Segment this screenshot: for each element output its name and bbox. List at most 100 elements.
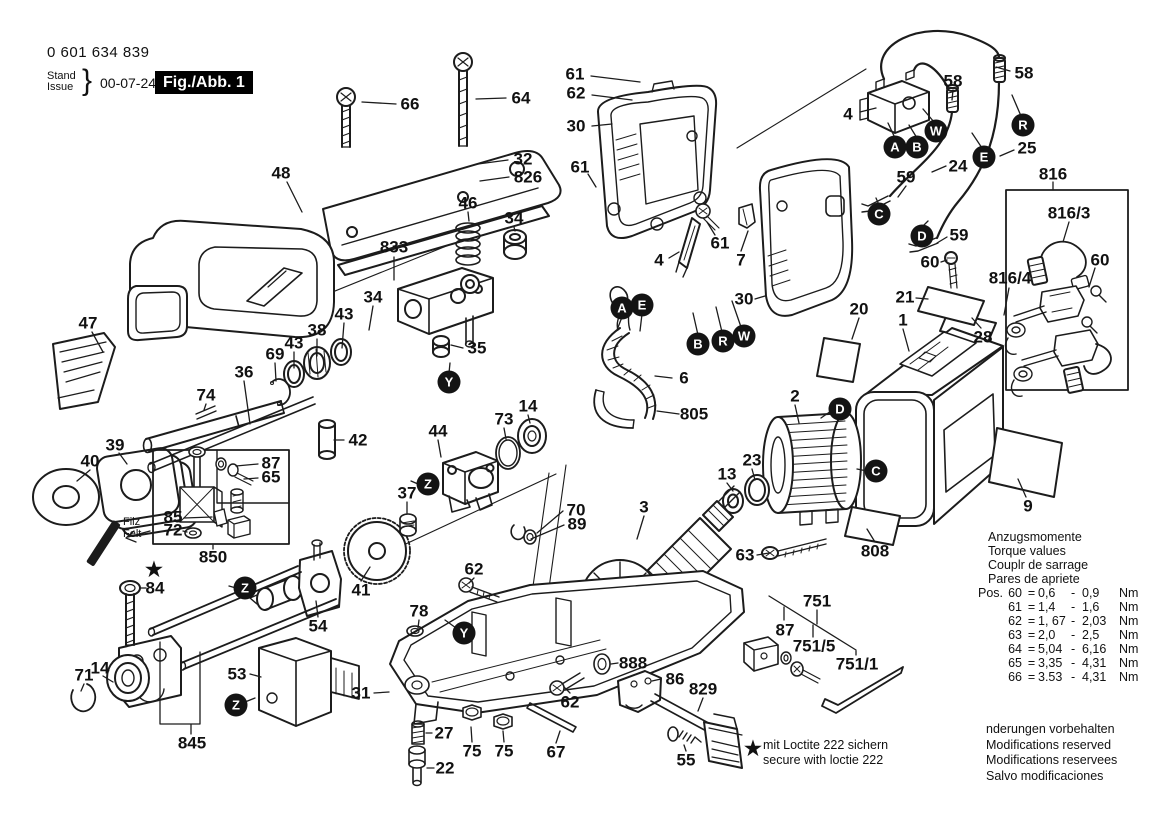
torque-title-line: Torque values (988, 544, 1066, 558)
torque-title-line: Anzugsmomente (988, 530, 1082, 544)
torque-title-line: Couplr de sarrage (988, 558, 1089, 572)
part-label-78: 78 (409, 601, 429, 621)
part-label-60: 60 (920, 252, 940, 272)
part-label-43: 43 (284, 333, 304, 353)
ref-badge-e: E (972, 145, 996, 169)
part-label-888: 888 (618, 653, 648, 673)
part-label-53: 53 (227, 664, 247, 684)
figure-title: Fig./Abb. 1 (155, 71, 253, 94)
ref-badge-z: Z (224, 693, 248, 717)
part-label-58: 58 (943, 71, 963, 91)
part-label-48: 48 (271, 163, 291, 183)
felt-note: Filz Felt (123, 516, 142, 540)
modifications-notice-line: nderungen vorbehalten (986, 722, 1115, 736)
ref-badge-a: A (883, 135, 907, 159)
part-label-73: 73 (494, 409, 514, 429)
torque-title-line: Pares de apriete (988, 572, 1080, 586)
part-label-36: 36 (234, 362, 254, 382)
ref-badge-r: R (711, 329, 735, 353)
part-label-38: 38 (307, 320, 327, 340)
part-label-86: 86 (665, 669, 685, 689)
part-label-31: 31 (351, 683, 371, 703)
part-label-816-3: 816/3 (1047, 203, 1091, 223)
part-label-20: 20 (849, 299, 869, 319)
part-label-47: 47 (78, 313, 98, 333)
felt-note-de: Filz (123, 516, 141, 528)
part-label-1: 1 (898, 310, 908, 330)
issue-label: Issue (47, 80, 74, 93)
part-label-61: 61 (565, 64, 585, 84)
part-label-34: 34 (504, 208, 524, 228)
part-label-808: 808 (860, 541, 890, 561)
part-label-41: 41 (351, 580, 371, 600)
ref-badge-d: D (828, 397, 852, 421)
part-label-21: 21 (895, 287, 915, 307)
ref-badge-z: Z (416, 472, 440, 496)
part-label-40: 40 (80, 451, 100, 471)
part-label-65: 65 (261, 467, 281, 487)
felt-note-en: Felt (123, 527, 142, 540)
part-label-4: 4 (843, 104, 853, 124)
part-label-816-4: 816/4 (988, 268, 1032, 288)
brace-glyph: } (82, 64, 93, 97)
part-label-13: 13 (717, 464, 737, 484)
ref-badge-w: W (924, 119, 948, 143)
part-label-61: 61 (570, 157, 590, 177)
part-label-14: 14 (518, 396, 538, 416)
ref-badge-y: Y (437, 370, 461, 394)
part-label-845: 845 (177, 733, 207, 753)
part-label-54: 54 (308, 616, 328, 636)
ref-badge-w: W (732, 324, 756, 348)
loctite-note-de: mit Loctite 222 sichern (763, 738, 889, 752)
part-label-67: 67 (546, 742, 566, 762)
part-label-2: 2 (790, 386, 800, 406)
part-label-32: 32 (513, 149, 533, 169)
part-label-28: 28 (973, 327, 993, 347)
drawing-number: 0 601 634 839 (47, 44, 150, 61)
part-label-58: 58 (1014, 63, 1034, 83)
part-label-24: 24 (948, 156, 968, 176)
star-marker: ★ (145, 559, 163, 581)
modifications-notice-line: Modifications reserved (986, 737, 1112, 752)
ref-badge-r: R (1011, 113, 1035, 137)
part-label-35: 35 (467, 338, 487, 358)
part-label-816: 816 (1038, 164, 1068, 184)
ref-badge-c: C (867, 202, 891, 226)
part-label-46: 46 (458, 193, 478, 213)
part-label-62: 62 (560, 692, 580, 712)
part-label-75: 75 (494, 741, 514, 761)
part-label-64: 64 (511, 88, 531, 108)
ref-badge-c: C (864, 459, 888, 483)
part-label-3: 3 (639, 497, 649, 517)
part-label-75: 75 (462, 741, 482, 761)
loctite-note: mit Loctite 222 sichern secure with loct… (763, 738, 888, 768)
part-label-89: 89 (567, 514, 587, 534)
stand-label: Stand (47, 70, 76, 82)
part-label-27: 27 (434, 723, 454, 743)
part-label-6: 6 (679, 368, 689, 388)
ref-badge-z: Z (233, 576, 257, 600)
part-label-69: 69 (265, 344, 285, 364)
part-label-751-1: 751/1 (835, 654, 879, 674)
part-label-9: 9 (1023, 496, 1033, 516)
part-label-72: 72 (163, 520, 183, 540)
part-label-850: 850 (198, 547, 228, 567)
part-label-30: 30 (734, 289, 754, 309)
part-label-42: 42 (348, 430, 368, 450)
ref-badge-b: B (686, 332, 710, 356)
ref-badge-b: B (905, 135, 929, 159)
part-label-22: 22 (435, 758, 455, 778)
part-label-37: 37 (397, 483, 417, 503)
star-marker: ★ (744, 738, 762, 760)
